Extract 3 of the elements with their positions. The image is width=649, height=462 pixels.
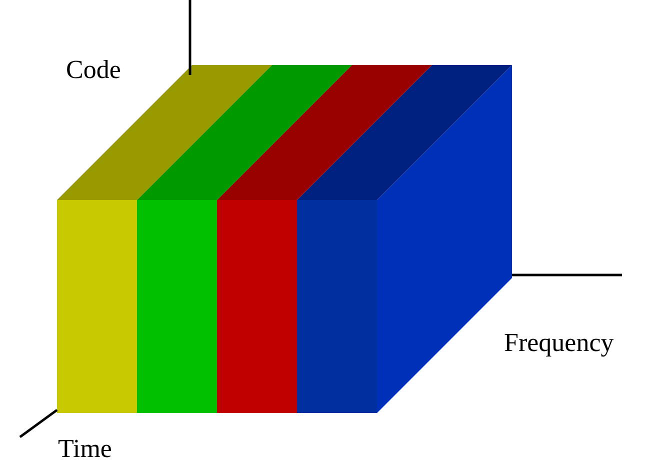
axis-label: Frequency xyxy=(504,330,614,356)
axis-label: Code xyxy=(66,57,121,83)
axis-label: Time xyxy=(58,436,112,462)
